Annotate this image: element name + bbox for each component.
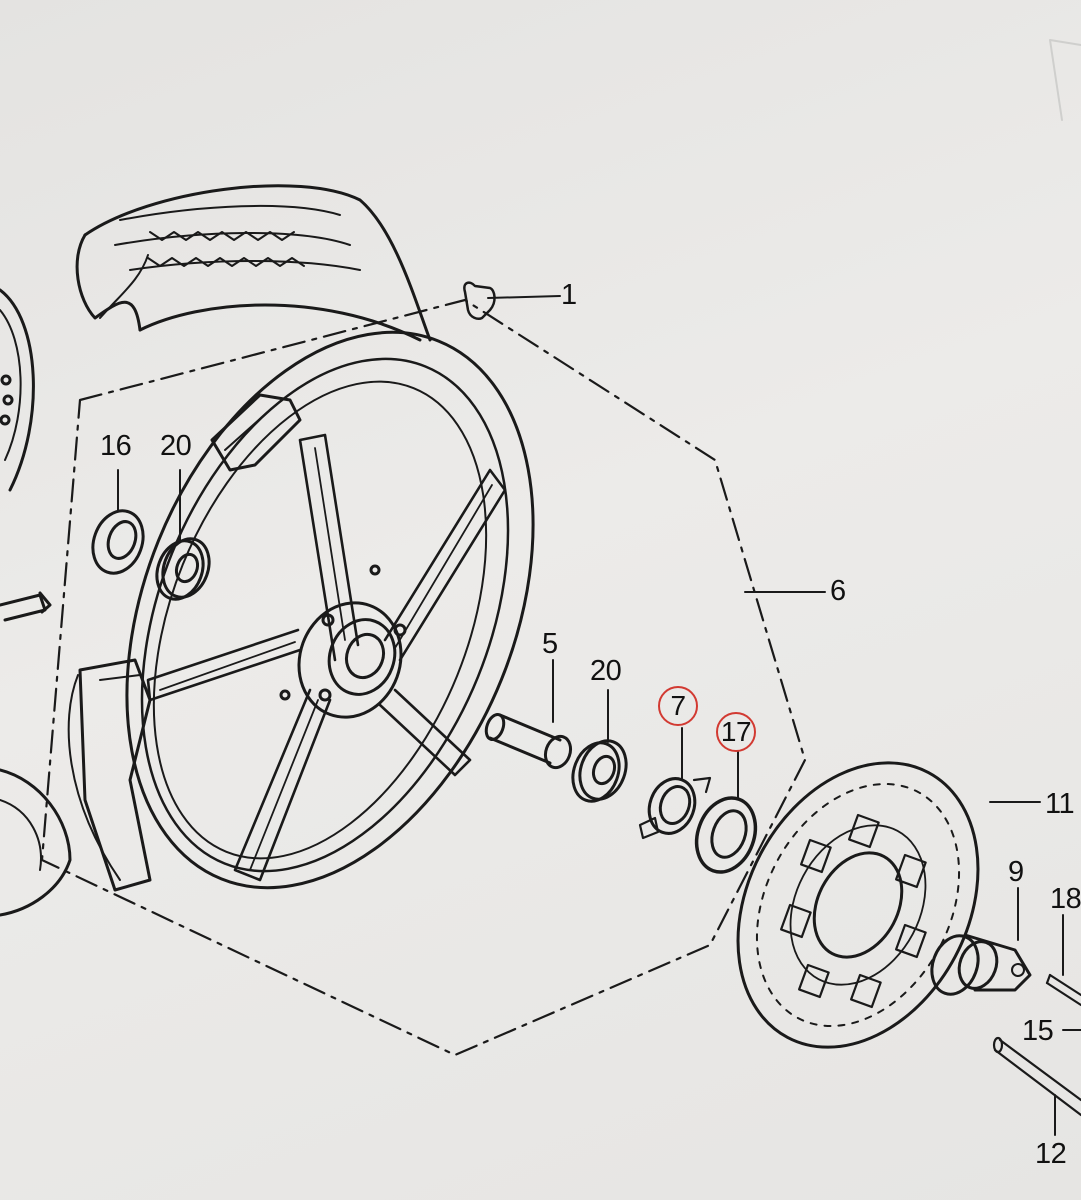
assembly-outline (40, 298, 807, 1057)
callout-12: 12 (1035, 1138, 1067, 1170)
callout-17-highlighted: 17 (716, 712, 756, 752)
callout-7-highlighted: 7 (658, 686, 698, 726)
part-axle (992, 1036, 1081, 1117)
tire-section (75, 184, 432, 342)
part-bearing-right (571, 739, 628, 803)
adjacent-part-left (0, 288, 72, 917)
leader-lines (117, 295, 1081, 1136)
part-clip (463, 281, 496, 320)
part-bearing-left (155, 537, 211, 601)
callout-1: 1 (561, 279, 577, 311)
wheel-spokes (146, 433, 507, 882)
callout-20-right: 20 (590, 655, 622, 687)
part-brake-disc (736, 761, 980, 1049)
callout-20-left: 20 (160, 430, 192, 462)
page-edge (1049, 39, 1081, 121)
callout-6: 6 (830, 575, 846, 607)
wheel-hub (279, 564, 407, 719)
callout-11: 11 (1045, 788, 1075, 820)
part-bolt (1045, 973, 1081, 1007)
part-oil-seal (694, 796, 758, 874)
callout-15: 15 (1022, 1015, 1054, 1047)
part-distance-collar (484, 712, 573, 770)
part-gearbox (930, 933, 1032, 996)
part-dust-seal-left (91, 509, 145, 575)
valve-stem (0, 591, 52, 622)
callout-9: 9 (1008, 856, 1024, 888)
callout-5: 5 (542, 628, 558, 660)
callout-18: 18 (1050, 883, 1081, 915)
callout-16: 16 (100, 430, 132, 462)
wheel-rim (67, 330, 535, 892)
